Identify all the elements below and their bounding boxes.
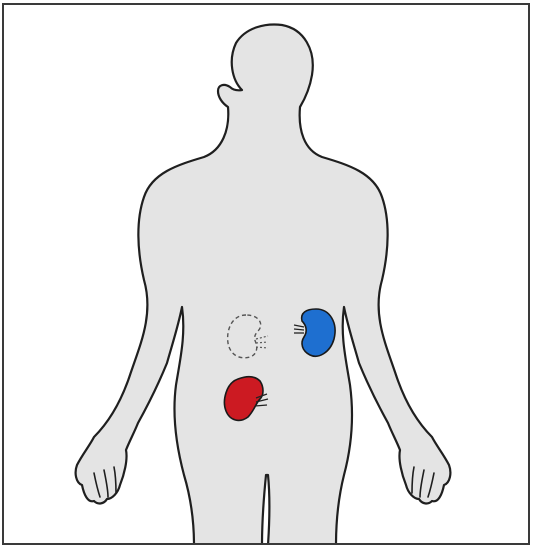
body-diagram [4,5,528,543]
diagram-frame [2,3,530,545]
body-silhouette [76,25,451,543]
